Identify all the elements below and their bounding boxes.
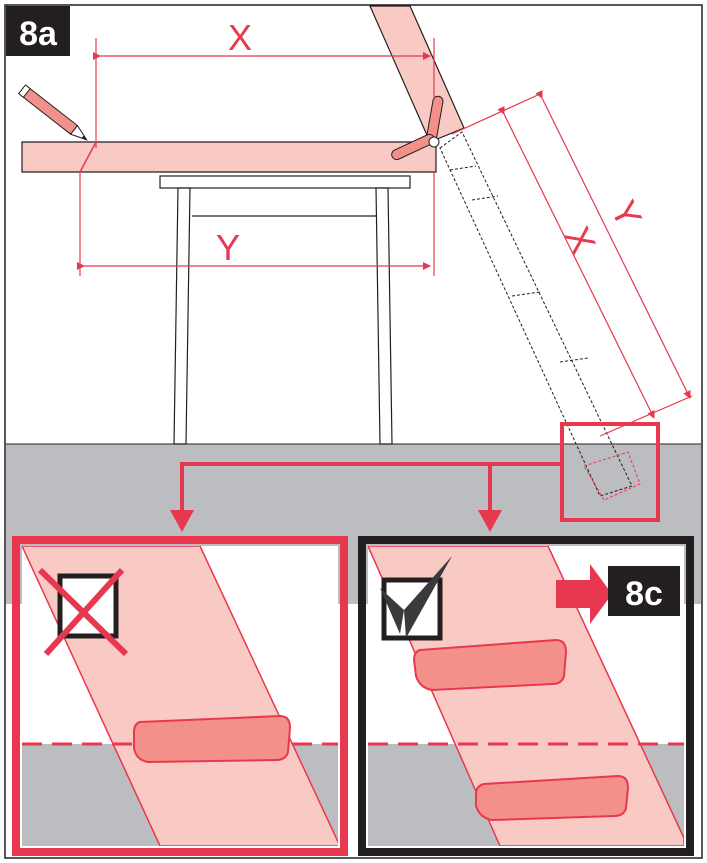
y-label-bottom: Y <box>216 227 240 268</box>
next-step-arrow-icon <box>556 564 612 624</box>
x-label-diagonal: X <box>557 220 604 260</box>
table <box>159 175 411 445</box>
incorrect-panel <box>12 536 348 856</box>
next-step-badge-label: 8c <box>625 575 663 613</box>
outer-frame <box>4 4 703 859</box>
next-step-badge: 8c <box>608 566 680 616</box>
cut-mark <box>79 141 97 173</box>
arrowhead-right <box>478 510 502 532</box>
folded-board-tip <box>583 451 641 501</box>
x-dimension-top <box>93 38 435 148</box>
hinge <box>391 95 444 161</box>
x-label-top: X <box>228 17 252 58</box>
x-mark-icon <box>37 567 129 657</box>
arrowhead-left <box>170 510 194 532</box>
y-dimension-bottom <box>77 172 435 276</box>
diagonal-dimensions <box>451 89 693 437</box>
step-badge-label: 8a <box>19 15 58 53</box>
check-mark-icon <box>380 556 452 641</box>
step-badge: 8a <box>6 6 70 56</box>
y-label-diagonal: Y <box>603 194 650 234</box>
detail-box <box>560 422 660 522</box>
connector-arrows <box>180 462 562 514</box>
leaning-board <box>369 5 465 143</box>
tabletop-board <box>21 141 437 173</box>
pencil-icon <box>17 84 88 141</box>
